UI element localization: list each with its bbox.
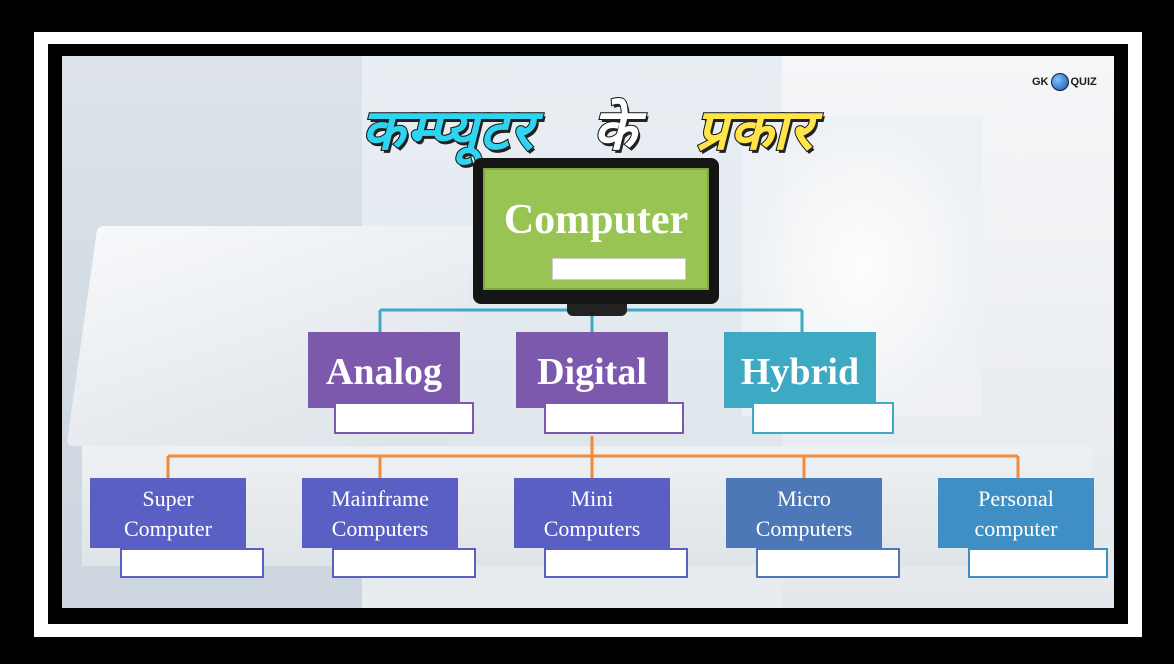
node-personal-box [938,478,1094,548]
node-personal-line2: computer [974,516,1058,541]
node-micro-box [726,478,882,548]
node-mini-box [514,478,670,548]
node-super-line2: Computer [124,516,212,541]
node-micro: Micro Computers [726,478,882,548]
node-analog-label: Analog [325,351,443,393]
mainframe-answer-box [332,548,476,578]
root-answer-box [552,258,686,280]
node-mainframe-box [302,478,458,548]
logo-text-left: GK [1032,76,1049,88]
node-digital: Digital [516,332,668,408]
node-hybrid: Hybrid [724,332,876,408]
node-super-computer: Super Computer [90,478,246,548]
node-micro-label: Micro Computers [726,484,882,544]
logo-text-right: QUIZ [1070,76,1097,88]
diagram-canvas: GK QUIZ कम्प्यूटर के प्रकार Computer [62,56,1114,608]
node-digital-box [516,332,668,408]
hybrid-answer-box [752,402,894,434]
node-personal-line1: Personal [978,486,1054,511]
orange-connectors [166,436,1020,478]
node-hybrid-box [724,332,876,408]
node-micro-line2: Computers [755,516,853,541]
super-answer-box [120,548,264,578]
root-node-computer: Computer [473,158,719,304]
node-hybrid-label: Hybrid [740,351,860,393]
node-mainframe-label: Mainframe Computers [302,484,458,544]
node-super-label: Super Computer [90,484,246,544]
page-title: कम्प्यूटर के प्रकार [62,90,1114,166]
node-personal: Personal computer [938,478,1094,548]
node-mainframe: Mainframe Computers [302,478,458,548]
node-mainframe-line1: Mainframe [331,486,429,511]
node-mini-label: Mini Computers [514,484,670,544]
title-word-prakar: प्रकार [695,97,815,164]
node-super-line1: Super [142,486,194,511]
title-word-ke: के [592,97,639,164]
node-super-box [90,478,246,548]
personal-answer-box [968,548,1108,578]
gk-quiz-logo: GK QUIZ [1032,68,1097,96]
node-micro-line1: Micro [777,486,831,511]
root-label: Computer [503,197,689,243]
micro-answer-box [756,548,900,578]
node-personal-label: Personal computer [938,484,1094,544]
node-mini-line1: Mini [570,486,614,511]
digital-answer-box [544,402,684,434]
title-word-computer: कम्प्यूटर [361,97,536,164]
node-analog-box [308,332,460,408]
node-mini: Mini Computers [514,478,670,548]
analog-answer-box [334,402,474,434]
node-analog: Analog [308,332,460,408]
monitor-stand [567,304,627,316]
node-mini-line2: Computers [543,516,641,541]
mini-answer-box [544,548,688,578]
node-digital-label: Digital [537,351,647,393]
node-mainframe-line2: Computers [331,516,429,541]
globe-icon [1050,73,1069,91]
